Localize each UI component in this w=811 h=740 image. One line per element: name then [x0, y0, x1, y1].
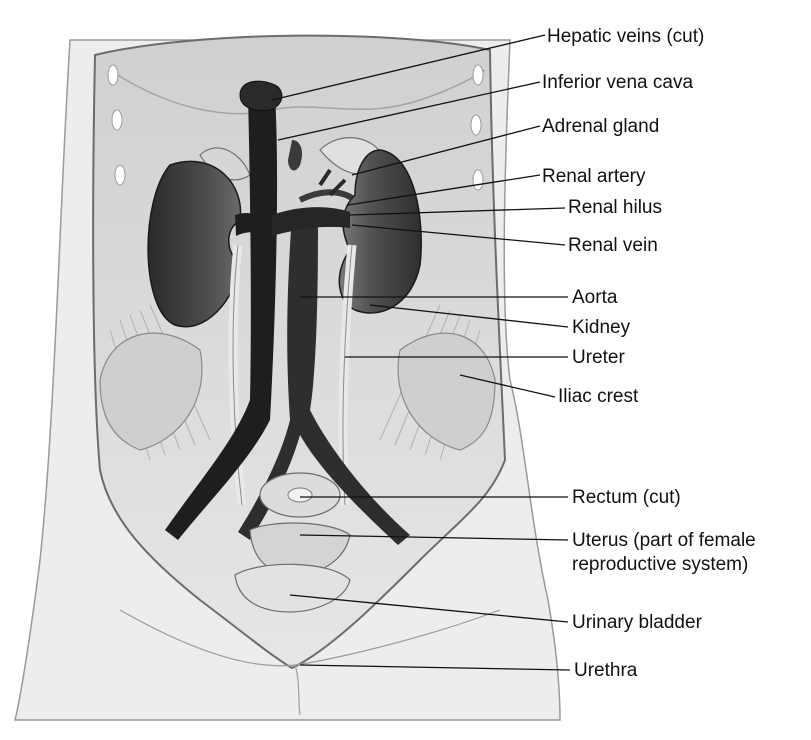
- label-ureter: Ureter: [572, 347, 625, 369]
- hepatic-veins: [240, 81, 282, 110]
- label-uterus-line1: Uterus (part of female: [572, 530, 756, 552]
- label-urinary-bladder: Urinary bladder: [572, 612, 702, 634]
- label-kidney: Kidney: [572, 317, 630, 339]
- label-rectum: Rectum (cut): [572, 487, 681, 509]
- label-hepatic-veins: Hepatic veins (cut): [547, 26, 704, 48]
- label-renal-hilus: Renal hilus: [568, 197, 662, 219]
- label-aorta: Aorta: [572, 287, 617, 309]
- label-iliac-crest: Iliac crest: [558, 386, 638, 408]
- label-renal-artery: Renal artery: [542, 166, 646, 188]
- label-renal-vein: Renal vein: [568, 235, 658, 257]
- label-inferior-vena-cava: Inferior vena cava: [542, 72, 693, 94]
- label-uterus-line2: reproductive system): [572, 554, 748, 576]
- rectum-inner: [288, 488, 312, 502]
- label-urethra: Urethra: [574, 660, 637, 682]
- label-adrenal-gland: Adrenal gland: [542, 116, 659, 138]
